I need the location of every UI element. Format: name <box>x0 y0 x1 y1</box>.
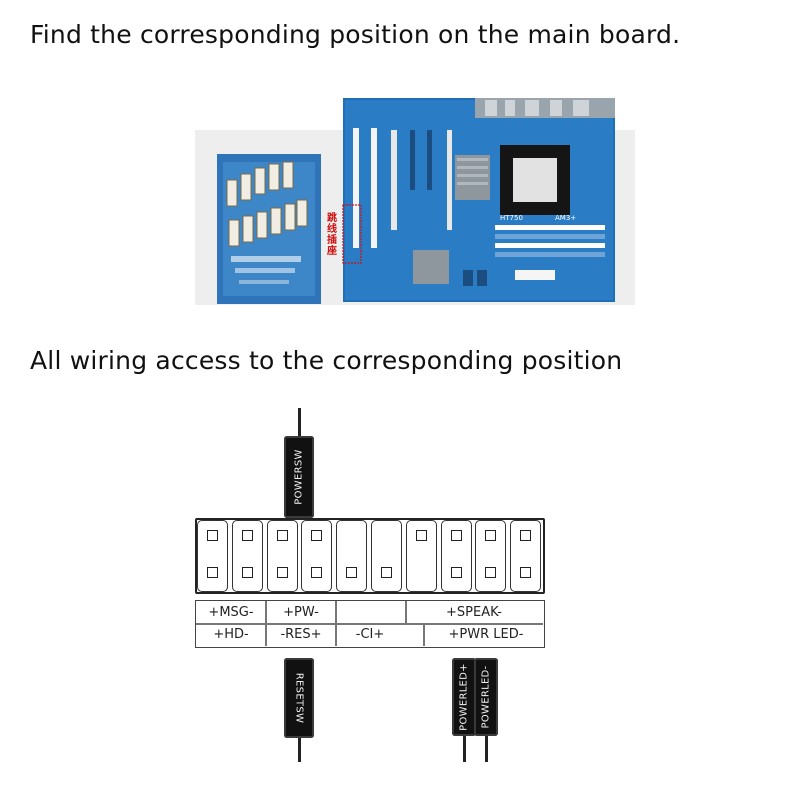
header-pin-bottom <box>276 567 288 578</box>
power-sw-plug <box>284 436 314 518</box>
board-brand-text: AM3+ <box>555 214 576 222</box>
board-model-text: HT750 <box>500 214 523 222</box>
reset-sw-label: RESETSW <box>293 672 305 724</box>
pin-legend-table: +MSG- +PW- +SPEAK- +HD- -RES+ -CI+ +PWR … <box>195 600 545 648</box>
legend-divider <box>335 601 337 646</box>
header-pin-column <box>266 520 298 592</box>
motherboard-image: HT750 AM3+ <box>342 98 615 302</box>
header-pin-top <box>415 530 427 541</box>
header-pin-top <box>520 530 532 541</box>
motherboard-photo: HT750 AM3+ <box>195 98 635 305</box>
header-pin-bottom <box>520 567 532 578</box>
legend-pw: +PW- <box>283 605 319 620</box>
heading-find-position: Find the corresponding position on the m… <box>30 20 681 49</box>
legend-pwr-led: +PWR LED- <box>448 627 524 642</box>
power-led-plus-wire <box>463 736 466 762</box>
header-pin-top <box>241 530 253 541</box>
legend-msg: +MSG- <box>208 605 254 620</box>
header-pin-top <box>485 530 497 541</box>
header-pin-column <box>336 520 368 592</box>
header-pin-column <box>197 520 228 592</box>
header-pin-bottom <box>207 567 218 578</box>
jumper-socket-annotation: 跳线插座 <box>327 213 337 257</box>
header-pin-column <box>510 520 542 592</box>
power-sw-label: POWERSW <box>293 449 305 505</box>
header-pin-column <box>405 520 437 592</box>
reset-sw-plug <box>284 658 314 738</box>
header-pin-bottom <box>241 567 253 578</box>
header-pin-top <box>450 530 462 541</box>
power-led-plus-plug <box>452 658 476 736</box>
header-zoom-inset <box>217 154 321 304</box>
header-pin-column <box>301 520 333 592</box>
power-sw-wire <box>298 408 301 438</box>
legend-divider <box>423 623 425 646</box>
front-panel-header <box>195 518 545 594</box>
power-led-minus-wire <box>485 736 488 762</box>
header-pin-column <box>371 520 402 592</box>
header-pin-top <box>276 530 288 541</box>
header-pin-bottom <box>381 567 392 578</box>
header-pin-column <box>475 520 507 592</box>
power-led-minus-plug <box>474 658 498 736</box>
header-pin-column <box>231 520 263 592</box>
power-led-plus-label: POWERLED+ <box>458 663 470 731</box>
heading-wiring-access: All wiring access to the corresponding p… <box>30 346 623 375</box>
legend-ci: -CI+ <box>355 627 385 642</box>
legend-divider <box>265 601 267 646</box>
header-pin-top <box>311 530 323 541</box>
reset-sw-wire <box>298 738 301 762</box>
legend-res: -RES+ <box>280 627 322 642</box>
header-pin-bottom <box>450 567 462 578</box>
header-pin-bottom <box>346 567 358 578</box>
header-pin-bottom <box>311 567 323 578</box>
legend-hd: +HD- <box>213 627 249 642</box>
legend-divider-horizontal <box>196 623 543 625</box>
power-led-minus-label: POWERLED- <box>480 665 492 729</box>
legend-divider <box>405 601 407 623</box>
header-pin-column <box>440 520 472 592</box>
legend-speak: +SPEAK- <box>446 605 502 620</box>
header-pin-top <box>207 530 218 541</box>
header-pin-bottom <box>485 567 497 578</box>
